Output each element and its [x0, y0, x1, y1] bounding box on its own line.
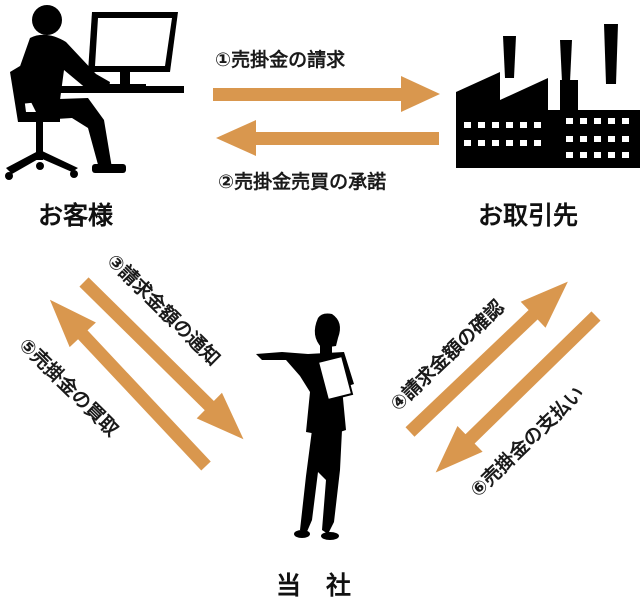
businesswoman-icon — [256, 313, 354, 540]
company-label: 当 社 — [276, 571, 352, 600]
person-at-computer-icon — [5, 5, 184, 180]
step-label-5: ⑤売掛金の買取 — [14, 333, 123, 441]
step-label-6: ⑥売掛金の支払い — [465, 381, 588, 501]
arrow-step-5 — [49, 299, 211, 471]
arrow-step-4 — [405, 281, 568, 437]
arrow-step-1 — [213, 76, 440, 112]
arrow-step-3 — [79, 277, 244, 440]
step-label-2: ②売掛金売買の承諾 — [218, 170, 386, 193]
customer-label: お客様 — [38, 201, 114, 230]
partner-label: お取引先 — [478, 201, 579, 230]
arrow-step-2 — [216, 120, 439, 156]
step-label-1: ①売掛金の請求 — [215, 48, 346, 71]
folder-icon — [316, 354, 354, 402]
factory-icon — [456, 24, 640, 168]
arrow-step-6 — [435, 311, 601, 473]
